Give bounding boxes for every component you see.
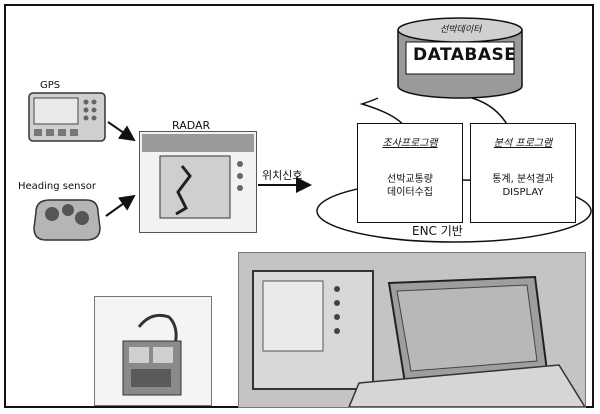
gps-device-icon bbox=[28, 92, 106, 142]
analysis-program-box: 분석 프로그램 통계, 분석결과 DISPLAY bbox=[470, 123, 576, 223]
survey-program-line2: 데이터수집 bbox=[387, 187, 433, 198]
gps-label: GPS bbox=[40, 80, 61, 91]
position-signal-label: 위치신호 bbox=[262, 169, 303, 182]
survey-program-box: 조사프로그램 선박교통량 데이터수집 bbox=[357, 123, 463, 223]
survey-program-title: 조사프로그램 bbox=[382, 138, 438, 149]
survey-program-line1: 선박교통량 bbox=[387, 174, 433, 185]
sensor-hardware-icon bbox=[122, 313, 182, 396]
analysis-program-line2: DISPLAY bbox=[502, 187, 544, 198]
enc-base-label: ENC 기반 bbox=[412, 224, 463, 238]
analysis-program-title: 분석 프로그램 bbox=[493, 138, 553, 149]
database-caption: 선박데이터 bbox=[440, 25, 482, 35]
radar-photo bbox=[139, 131, 257, 233]
radar-device-icon bbox=[142, 134, 254, 219]
heading-sensor-label: Heading sensor bbox=[18, 181, 96, 192]
equipment-photo bbox=[238, 252, 587, 408]
analysis-program-line1: 통계, 분석결과 bbox=[492, 174, 554, 185]
database-cylinder bbox=[397, 17, 523, 99]
heading-sensor-icon bbox=[33, 199, 101, 241]
radar-label: RADAR bbox=[172, 119, 211, 132]
database-title: DATABASE bbox=[413, 45, 517, 65]
gps-to-radar-arrow bbox=[107, 121, 136, 142]
sensor-to-radar-arrow bbox=[105, 194, 136, 217]
laptop-and-radar-icon bbox=[239, 253, 587, 408]
sensor-hardware-photo bbox=[94, 296, 212, 406]
